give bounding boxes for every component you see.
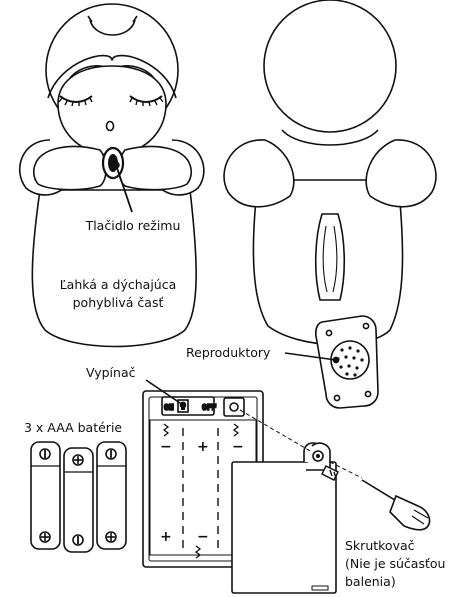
angel-back-slit <box>316 214 345 300</box>
screwdriver-label-line3: balenia) <box>345 574 396 589</box>
battery-1 <box>31 442 60 549</box>
svg-text:+: + <box>197 439 209 455</box>
svg-text:ON: ON <box>164 403 174 412</box>
batteries-label: 3 x AAA batérie <box>24 420 122 435</box>
moving-part-label-line2: pohyblivá časť <box>73 295 164 310</box>
angel-front-face <box>58 66 166 155</box>
battery-3 <box>97 442 126 549</box>
svg-text:+: + <box>160 529 172 545</box>
screw-hole-icon <box>230 403 238 411</box>
speaker-screw-icon <box>326 330 331 335</box>
angel-back <box>224 0 436 345</box>
battery-cover <box>232 443 336 593</box>
svg-text:OFF: OFF <box>202 403 217 412</box>
svg-text:−: − <box>197 529 209 545</box>
screwdriver-icon <box>362 480 430 530</box>
angel-back-wing-right <box>366 140 436 207</box>
speaker-module <box>316 316 378 408</box>
screwdriver-label-line2: (Nie je súčasťou <box>345 556 445 571</box>
mouth-icon <box>107 122 114 131</box>
power-switch-label: Vypínač <box>86 365 136 380</box>
screwdriver-label-line1: Skrutkovač <box>345 538 415 553</box>
angel-front-arm-right <box>119 146 191 189</box>
angel-front-body <box>32 190 196 347</box>
speakers-label: Reproduktory <box>186 345 271 360</box>
svg-text:−: − <box>232 439 244 455</box>
angel-back-head <box>264 0 396 132</box>
mode-button-label: Tlačidlo režimu <box>85 218 181 233</box>
moving-part-label-line1: Ľahká a dýchajúca <box>60 277 177 292</box>
svg-text:−: − <box>160 439 172 455</box>
battery-2 <box>64 448 93 552</box>
angel-back-wing-left <box>224 140 294 207</box>
batteries-group <box>31 442 126 552</box>
angel-front-arm-left <box>34 146 106 189</box>
